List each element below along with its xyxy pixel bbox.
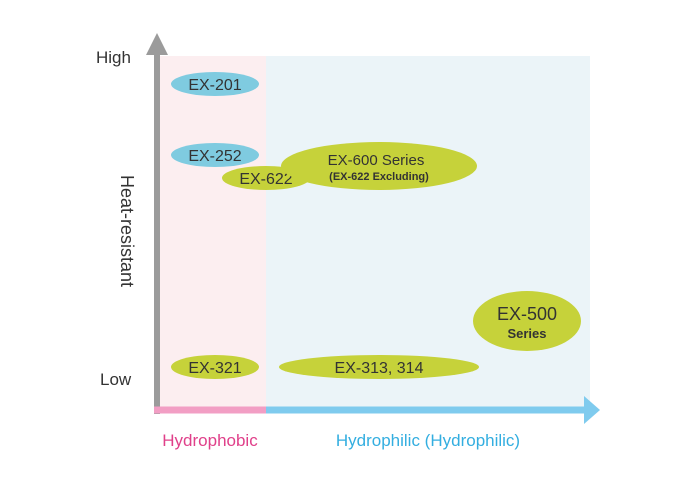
product-ex-622-label: EX-622 [239, 171, 292, 188]
x-axis-hydrophilic-label: Hydrophilic (Hydrophilic) [336, 431, 520, 450]
product-ex-201: EX-201 [171, 72, 259, 96]
y-high-label: High [96, 48, 131, 67]
y-axis-title: Heat-resistant [117, 175, 137, 287]
product-ex-500-series: EX-500 Series [473, 291, 581, 351]
x-axis-arrowhead-icon [584, 396, 600, 424]
product-ex-600-series-shape [281, 142, 477, 190]
product-ex-252: EX-252 [171, 143, 259, 167]
product-ex-500-series-sublabel: Series [507, 326, 546, 341]
product-ex-252-label: EX-252 [188, 148, 241, 165]
product-ex-321: EX-321 [171, 355, 259, 379]
product-ex-313-314: EX-313, 314 [279, 355, 479, 379]
hydrophilic-region [266, 56, 590, 410]
product-ex-321-label: EX-321 [188, 360, 241, 377]
product-ex-201-label: EX-201 [188, 77, 241, 94]
product-ex-252-shape [171, 143, 259, 167]
product-ex-600-series-label: EX-600 Series [328, 152, 425, 169]
product-ex-600-series: EX-600 Series (EX-622 Excluding) [281, 142, 477, 190]
product-ex-500-series-shape [473, 291, 581, 351]
product-ex-201-shape [171, 72, 259, 96]
product-ex-500-series-label: EX-500 [497, 304, 557, 324]
hydrophobic-region [160, 56, 266, 410]
product-ex-313-314-label: EX-313, 314 [335, 360, 424, 377]
product-ex-321-shape [171, 355, 259, 379]
product-ex-600-series-sublabel: (EX-622 Excluding) [329, 171, 429, 183]
x-axis-hydrophobic-label: Hydrophobic [162, 431, 258, 450]
y-axis-arrowhead-icon [146, 33, 168, 55]
y-low-label: Low [100, 370, 132, 389]
product-ex-313-314-shape [279, 355, 479, 379]
